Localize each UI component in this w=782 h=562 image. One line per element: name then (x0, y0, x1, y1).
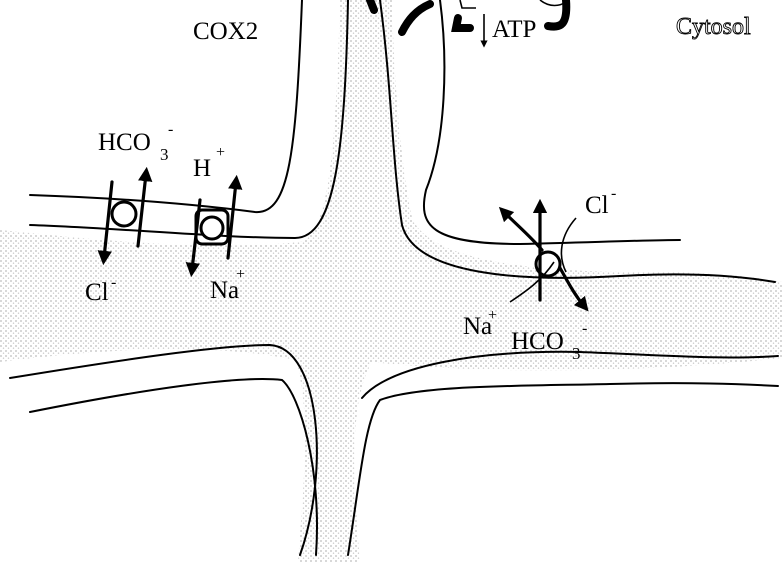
cytosol-label: Cytosol (676, 14, 751, 40)
svg-text:Na: Na (210, 277, 239, 304)
svg-text:-: - (582, 320, 587, 337)
svg-text:Cl: Cl (585, 192, 609, 219)
svg-text:-: - (611, 185, 616, 202)
cox2-label: COX2 (193, 18, 258, 45)
svg-text:+: + (236, 266, 245, 283)
svg-text:+: + (488, 307, 497, 324)
hco3-top-label: HCO 3 - (98, 121, 173, 164)
svg-text:H: H (193, 155, 211, 182)
h-plus-label: H + (193, 144, 225, 182)
atp-label: ATP (492, 16, 536, 43)
svg-text:-: - (168, 121, 173, 138)
svg-text:3: 3 (572, 344, 581, 363)
svg-text:+: + (216, 144, 225, 161)
svg-text:HCO: HCO (511, 328, 564, 355)
svg-text:HCO: HCO (98, 129, 151, 156)
cl-right-label: Cl - (585, 185, 616, 219)
svg-text:Cl: Cl (85, 279, 109, 306)
svg-text:-: - (111, 274, 116, 291)
svg-text:3: 3 (160, 145, 169, 164)
top-pathway (370, 0, 566, 32)
